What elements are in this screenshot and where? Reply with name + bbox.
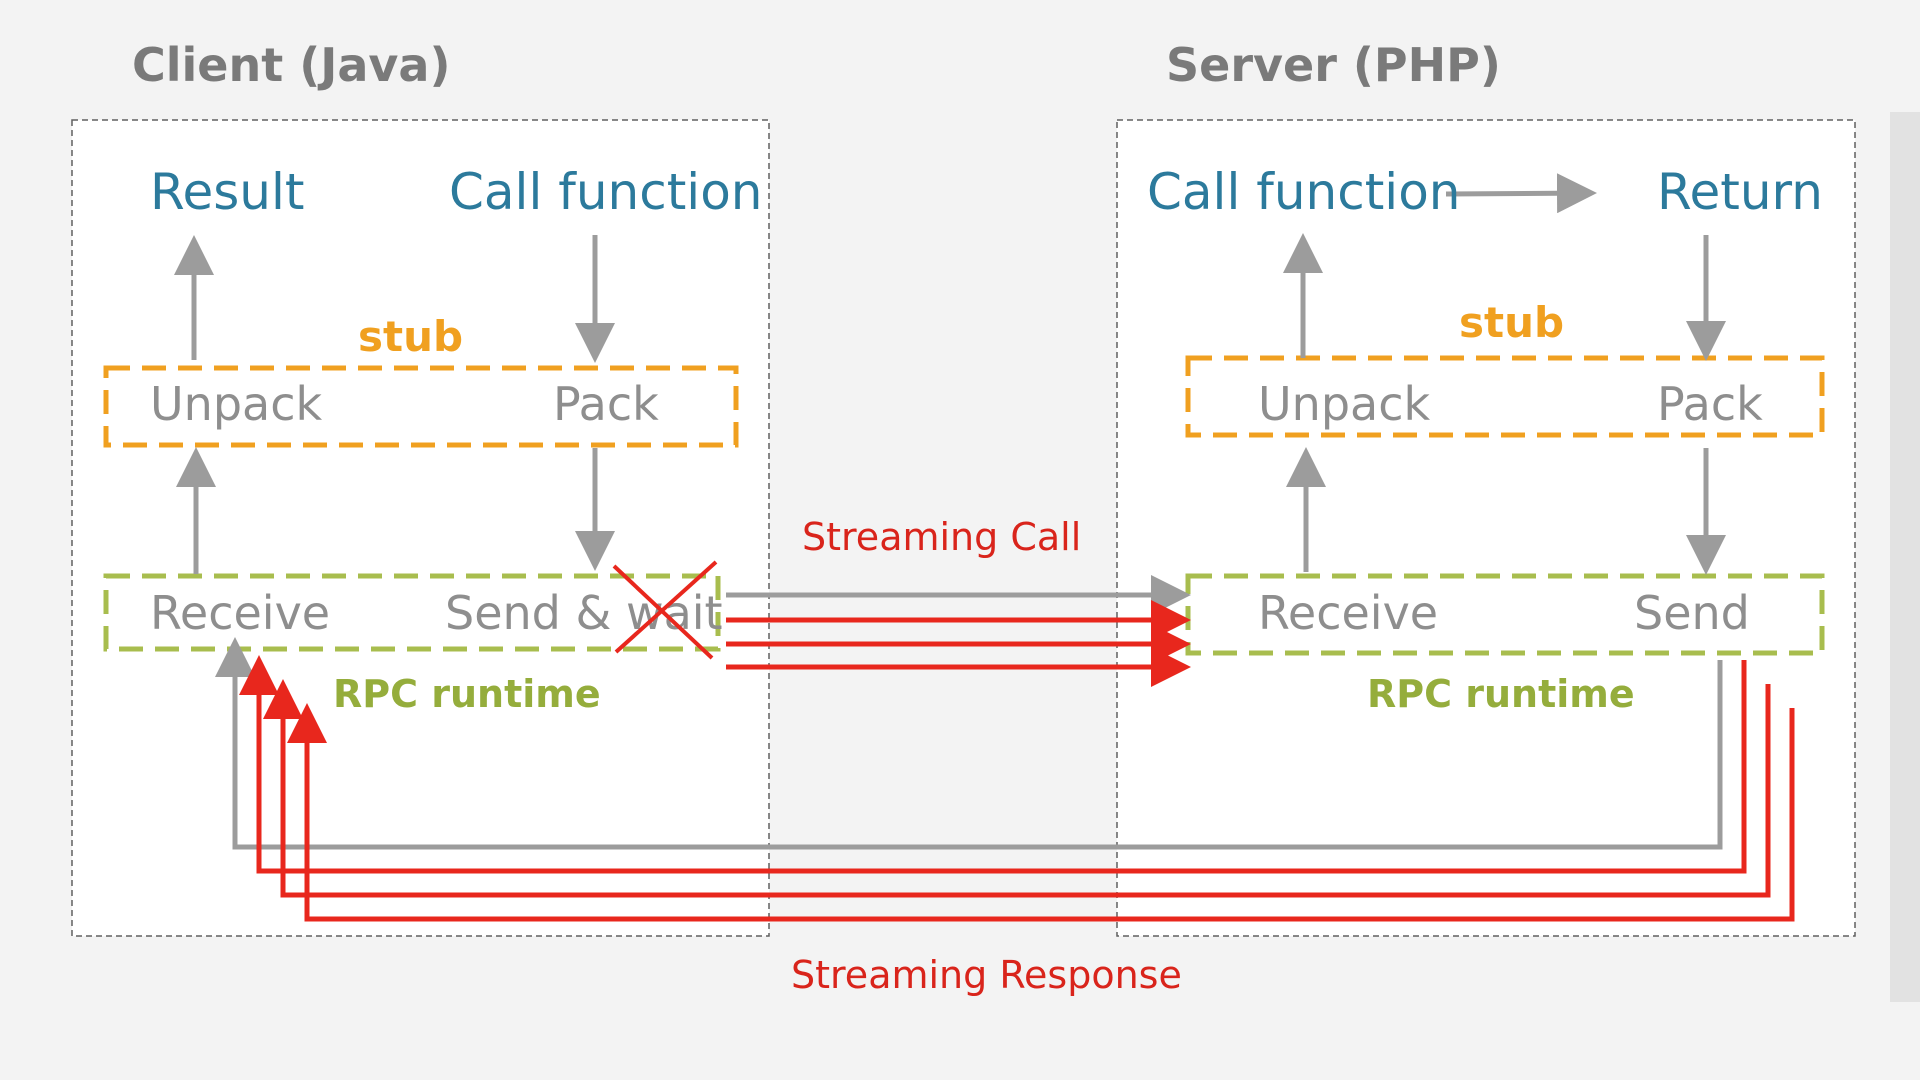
server-stub-box <box>1185 355 1825 438</box>
client-pack-label: Pack <box>553 377 659 431</box>
server-receive-label: Receive <box>1258 586 1439 640</box>
client-stub-box <box>103 365 739 448</box>
send-wait-cross-out-icon <box>612 560 718 660</box>
client-runtime-box <box>103 573 721 652</box>
response-path-red-3 <box>287 703 1795 922</box>
server-send-label: Send <box>1634 586 1750 640</box>
server-return-label: Return <box>1657 163 1823 221</box>
response-path-red-1 <box>239 655 1747 874</box>
client-box <box>71 119 770 937</box>
server-runtime-label: RPC runtime <box>1367 672 1635 716</box>
response-path-gray <box>215 637 1723 850</box>
server-call-to-return-arrow <box>1445 173 1597 214</box>
client-result-label: Result <box>150 163 305 221</box>
client-receive-label: Receive <box>150 586 331 640</box>
server-title: Server (PHP) <box>1166 38 1501 92</box>
streaming-call-label: Streaming Call <box>802 515 1082 559</box>
server-call-function-label: Call function <box>1147 163 1461 221</box>
server-unpack-label: Unpack <box>1258 377 1431 431</box>
server-box <box>1116 119 1856 937</box>
client-unpack-label: Unpack <box>150 377 323 431</box>
client-title: Client (Java) <box>132 38 451 92</box>
side-scroll-bar <box>1890 112 1920 1002</box>
server-stub-label: stub <box>1459 298 1565 347</box>
client-stub-label: stub <box>358 312 464 361</box>
client-call-function-label: Call function <box>449 163 763 221</box>
response-path-red-2 <box>263 679 1771 898</box>
client-runtime-label: RPC runtime <box>333 672 601 716</box>
streaming-response-label: Streaming Response <box>791 953 1182 997</box>
server-pack-label: Pack <box>1657 377 1763 431</box>
